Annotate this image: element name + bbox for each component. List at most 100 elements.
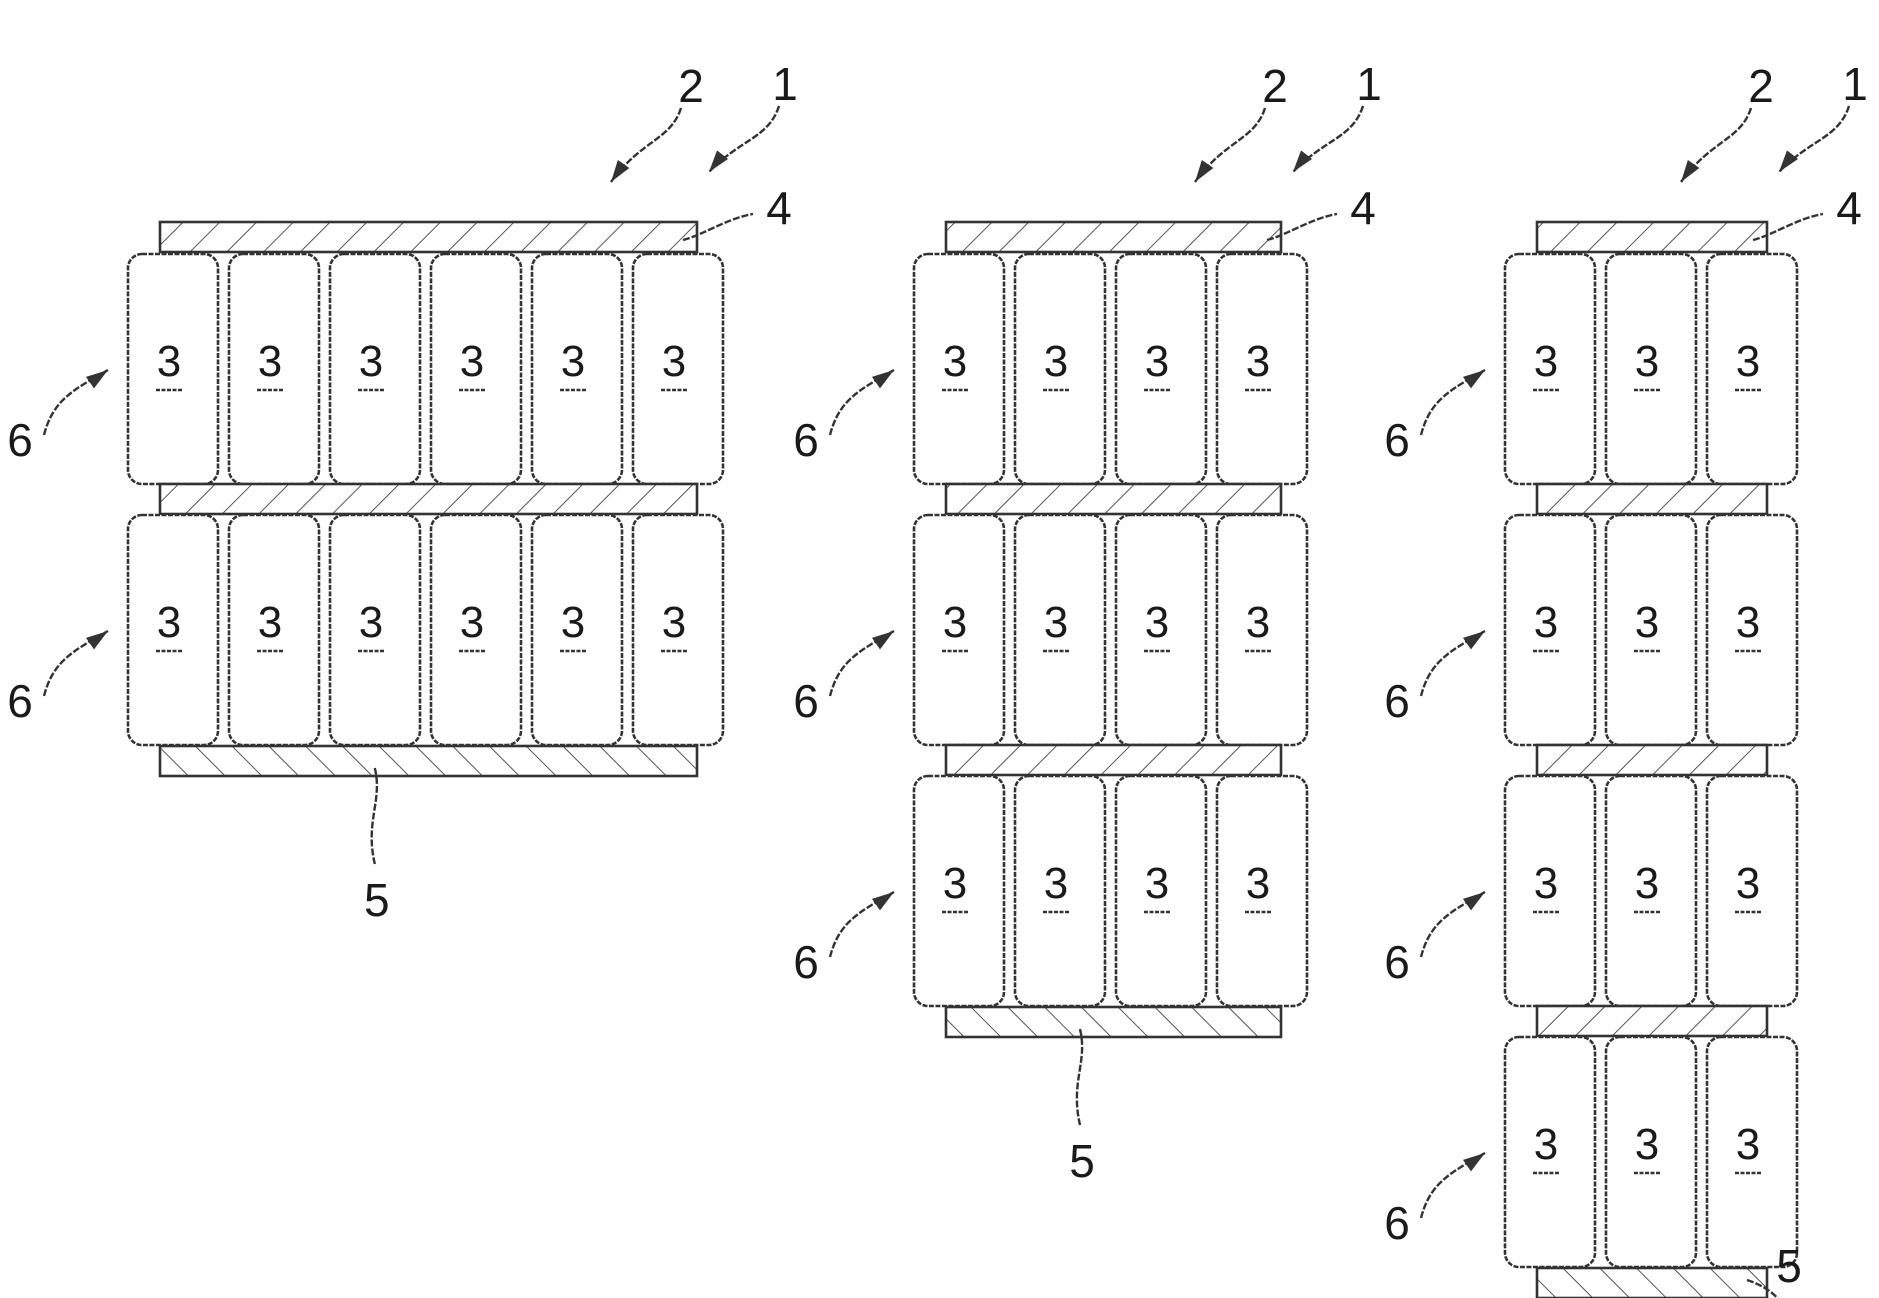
row-reference-arrow	[830, 370, 894, 435]
cell-label: 3	[1145, 859, 1169, 908]
battery-cell: 3	[1015, 254, 1105, 484]
cell-label: 3	[1736, 598, 1760, 647]
battery-cell: 3	[1606, 254, 1696, 484]
arrowhead-icon	[872, 631, 894, 649]
cell-label: 3	[157, 337, 181, 386]
battery-cell: 3	[914, 515, 1004, 745]
bottom-plate-reference-label: 5	[1069, 1135, 1095, 1187]
bottom-plate	[946, 1007, 1281, 1037]
cell-label: 3	[258, 337, 282, 386]
battery-cell: 3	[914, 254, 1004, 484]
arrowhead-icon	[1463, 892, 1485, 910]
figure-left: 333333633333365421	[7, 58, 798, 926]
row-reference-arrow	[44, 631, 108, 696]
battery-cell: 3	[1015, 776, 1105, 1006]
row-reference-label: 6	[1384, 414, 1410, 466]
row-reference-label: 6	[1384, 1197, 1410, 1249]
separator-plate	[1537, 484, 1767, 514]
top-plate	[1537, 222, 1767, 252]
separator-plate	[160, 484, 697, 514]
cell-label: 3	[1246, 337, 1270, 386]
bottom-plate-leader	[372, 768, 377, 864]
cell-label: 3	[460, 337, 484, 386]
cell-label: 3	[258, 598, 282, 647]
battery-cell: 3	[532, 254, 622, 484]
cell-label: 3	[1534, 337, 1558, 386]
battery-cell: 3	[1707, 1037, 1797, 1267]
cell-label: 3	[1635, 337, 1659, 386]
pack-reference-arrow	[1195, 108, 1265, 182]
arrowhead-icon	[1195, 160, 1213, 182]
cell-label: 3	[1736, 859, 1760, 908]
cell-label: 3	[662, 598, 686, 647]
battery-cell: 3	[229, 515, 319, 745]
cell-label: 3	[359, 337, 383, 386]
arrowhead-icon	[1463, 631, 1485, 649]
separator-plate	[1537, 1006, 1767, 1036]
arrowhead-icon	[709, 150, 728, 172]
top-plate	[946, 222, 1281, 252]
device-reference-label: 1	[1356, 58, 1382, 110]
cell-label: 3	[561, 337, 585, 386]
row-reference-label: 6	[1384, 936, 1410, 988]
battery-cell: 3	[1217, 776, 1307, 1006]
row-reference-label: 6	[793, 414, 819, 466]
row-reference-arrow	[1421, 892, 1485, 957]
battery-cell: 3	[431, 515, 521, 745]
cell-label: 3	[1736, 1120, 1760, 1169]
cell-label: 3	[1534, 1120, 1558, 1169]
row-reference-arrow	[830, 892, 894, 957]
figure-middle: 3333633336333365421	[793, 58, 1382, 1187]
battery-cell: 3	[128, 515, 218, 745]
top-plate-reference-label: 4	[1836, 182, 1862, 234]
battery-cell: 3	[1505, 254, 1595, 484]
battery-cell: 3	[1505, 515, 1595, 745]
arrowhead-icon	[86, 631, 108, 649]
row-reference-arrow	[44, 370, 108, 435]
pack-reference-label: 2	[1748, 60, 1774, 112]
arrowhead-icon	[872, 892, 894, 910]
cell-label: 3	[1635, 598, 1659, 647]
cell-label: 3	[1044, 337, 1068, 386]
bottom-plate	[1537, 1268, 1767, 1298]
arrowhead-icon	[1463, 370, 1485, 388]
device-reference-arrow	[1293, 106, 1363, 172]
cell-label: 3	[943, 598, 967, 647]
row-reference-arrow	[1421, 1153, 1485, 1218]
separator-plate	[946, 484, 1281, 514]
battery-cell: 3	[1606, 776, 1696, 1006]
top-plate-reference-label: 4	[1350, 182, 1376, 234]
bottom-plate-leader	[1077, 1029, 1082, 1125]
row-reference-arrow	[830, 631, 894, 696]
device-reference-arrow	[1779, 106, 1849, 172]
cell-label: 3	[1534, 598, 1558, 647]
battery-cell: 3	[1116, 254, 1206, 484]
battery-cell: 3	[1707, 515, 1797, 745]
battery-cell: 3	[1217, 515, 1307, 745]
cell-label: 3	[157, 598, 181, 647]
bottom-plate-reference-label: 5	[1776, 1240, 1802, 1292]
cell-label: 3	[1635, 1120, 1659, 1169]
battery-cell: 3	[1707, 776, 1797, 1006]
cell-label: 3	[943, 337, 967, 386]
cell-label: 3	[561, 598, 585, 647]
arrowhead-icon	[1681, 160, 1699, 182]
battery-cell: 3	[1606, 515, 1696, 745]
device-reference-label: 1	[1842, 58, 1868, 110]
battery-cell: 3	[633, 254, 723, 484]
bottom-plate	[160, 746, 697, 776]
arrowhead-icon	[1463, 1153, 1485, 1171]
top-plate	[160, 222, 697, 252]
device-reference-arrow	[709, 106, 779, 172]
arrowhead-icon	[86, 370, 108, 388]
cell-label: 3	[662, 337, 686, 386]
battery-cell: 3	[1707, 254, 1797, 484]
row-reference-label: 6	[793, 936, 819, 988]
arrowhead-icon	[872, 370, 894, 388]
arrowhead-icon	[1293, 150, 1312, 172]
cell-label: 3	[1635, 859, 1659, 908]
cell-label: 3	[1145, 337, 1169, 386]
cell-label: 3	[1044, 859, 1068, 908]
battery-cell: 3	[633, 515, 723, 745]
